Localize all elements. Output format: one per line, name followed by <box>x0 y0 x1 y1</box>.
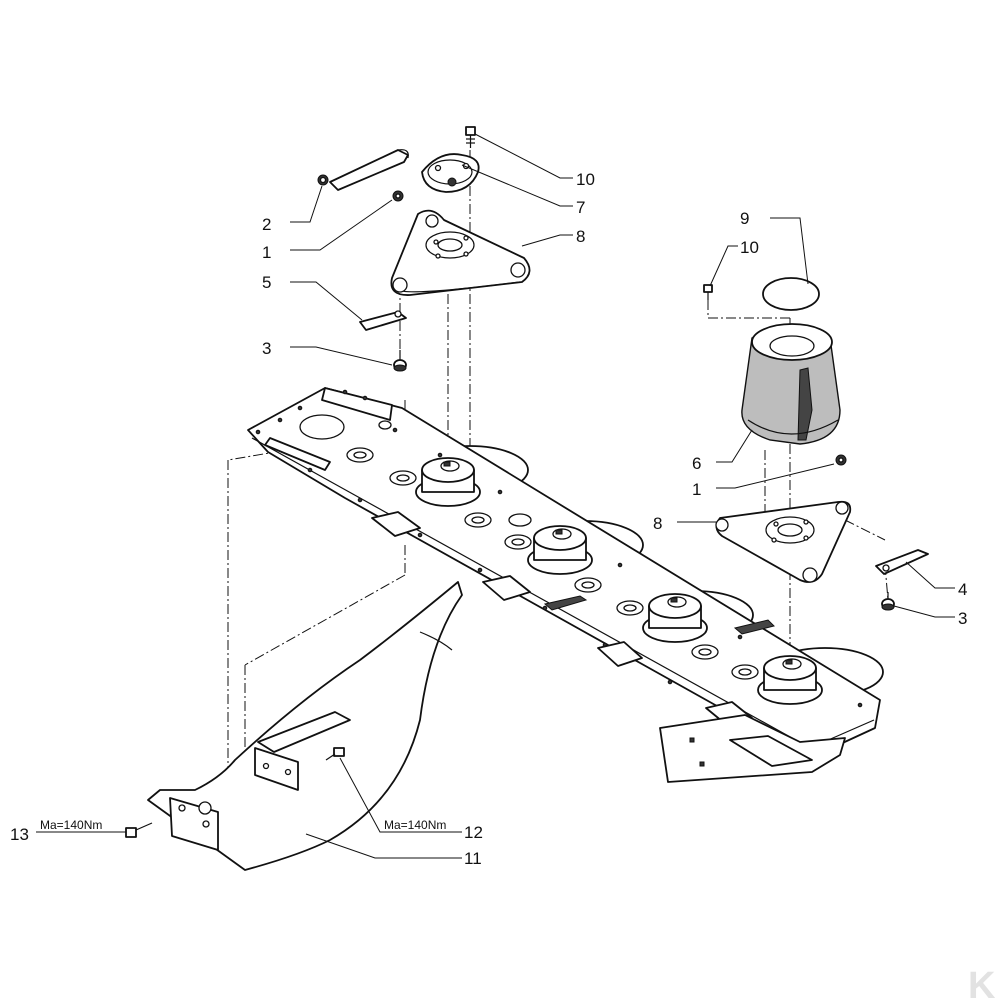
part-6-drum <box>741 323 841 445</box>
part-3-bolt-left <box>393 350 407 372</box>
part-10-bolt-top <box>465 126 476 148</box>
part-3-bolt-right <box>881 592 895 611</box>
hub-4 <box>757 655 823 705</box>
part-8-triangle-plate-right <box>715 500 852 583</box>
torque-spec-right: Ma=140Nm <box>384 818 446 832</box>
label-part-3-right: 3 <box>958 609 967 628</box>
label-part-3-left: 3 <box>262 339 271 358</box>
right-end-shoe <box>659 714 846 783</box>
torque-spec-left: Ma=140Nm <box>40 818 102 832</box>
label-part-8-right: 8 <box>653 514 662 533</box>
hub-2 <box>527 525 593 575</box>
part-8-triangle-plate-top <box>390 209 531 296</box>
part-5-knife-left <box>359 310 407 331</box>
label-part-5: 5 <box>262 273 271 292</box>
disc-hubs <box>415 457 823 705</box>
part-9-cap <box>762 277 820 311</box>
label-part-2: 2 <box>262 215 271 234</box>
part-1-nut-right <box>835 454 847 466</box>
label-part-6: 6 <box>692 454 701 473</box>
leader-lines <box>36 133 955 859</box>
watermark-logo: K <box>968 965 996 1000</box>
label-part-10-top: 10 <box>576 170 595 189</box>
label-part-1-right: 1 <box>692 480 701 499</box>
label-part-11: 11 <box>464 849 482 868</box>
hub-1 <box>415 457 481 507</box>
label-part-12: 12 <box>464 823 483 842</box>
part-2-bracket <box>317 149 409 191</box>
label-part-10-right: 10 <box>740 238 759 257</box>
label-part-1-top: 1 <box>262 243 271 262</box>
part-1-nut-top <box>392 190 404 202</box>
part-13-bolt <box>125 822 153 838</box>
part-10-bolt-right <box>703 284 713 300</box>
watermark-letter: K <box>968 965 996 1000</box>
label-part-4: 4 <box>958 580 967 599</box>
label-part-8-top: 8 <box>576 227 585 246</box>
part-4-knife-right <box>875 549 929 575</box>
part-11-guard <box>147 581 463 871</box>
hub-3 <box>642 593 708 643</box>
label-part-7: 7 <box>576 198 585 217</box>
label-part-9: 9 <box>740 209 749 228</box>
part-7-cap-plate <box>421 153 480 193</box>
label-part-13: 13 <box>10 825 29 844</box>
part-12-bolt <box>325 747 345 761</box>
part-labels: 2 1 5 3 10 7 8 9 10 6 1 8 4 3 13 12 11 M… <box>10 170 967 868</box>
